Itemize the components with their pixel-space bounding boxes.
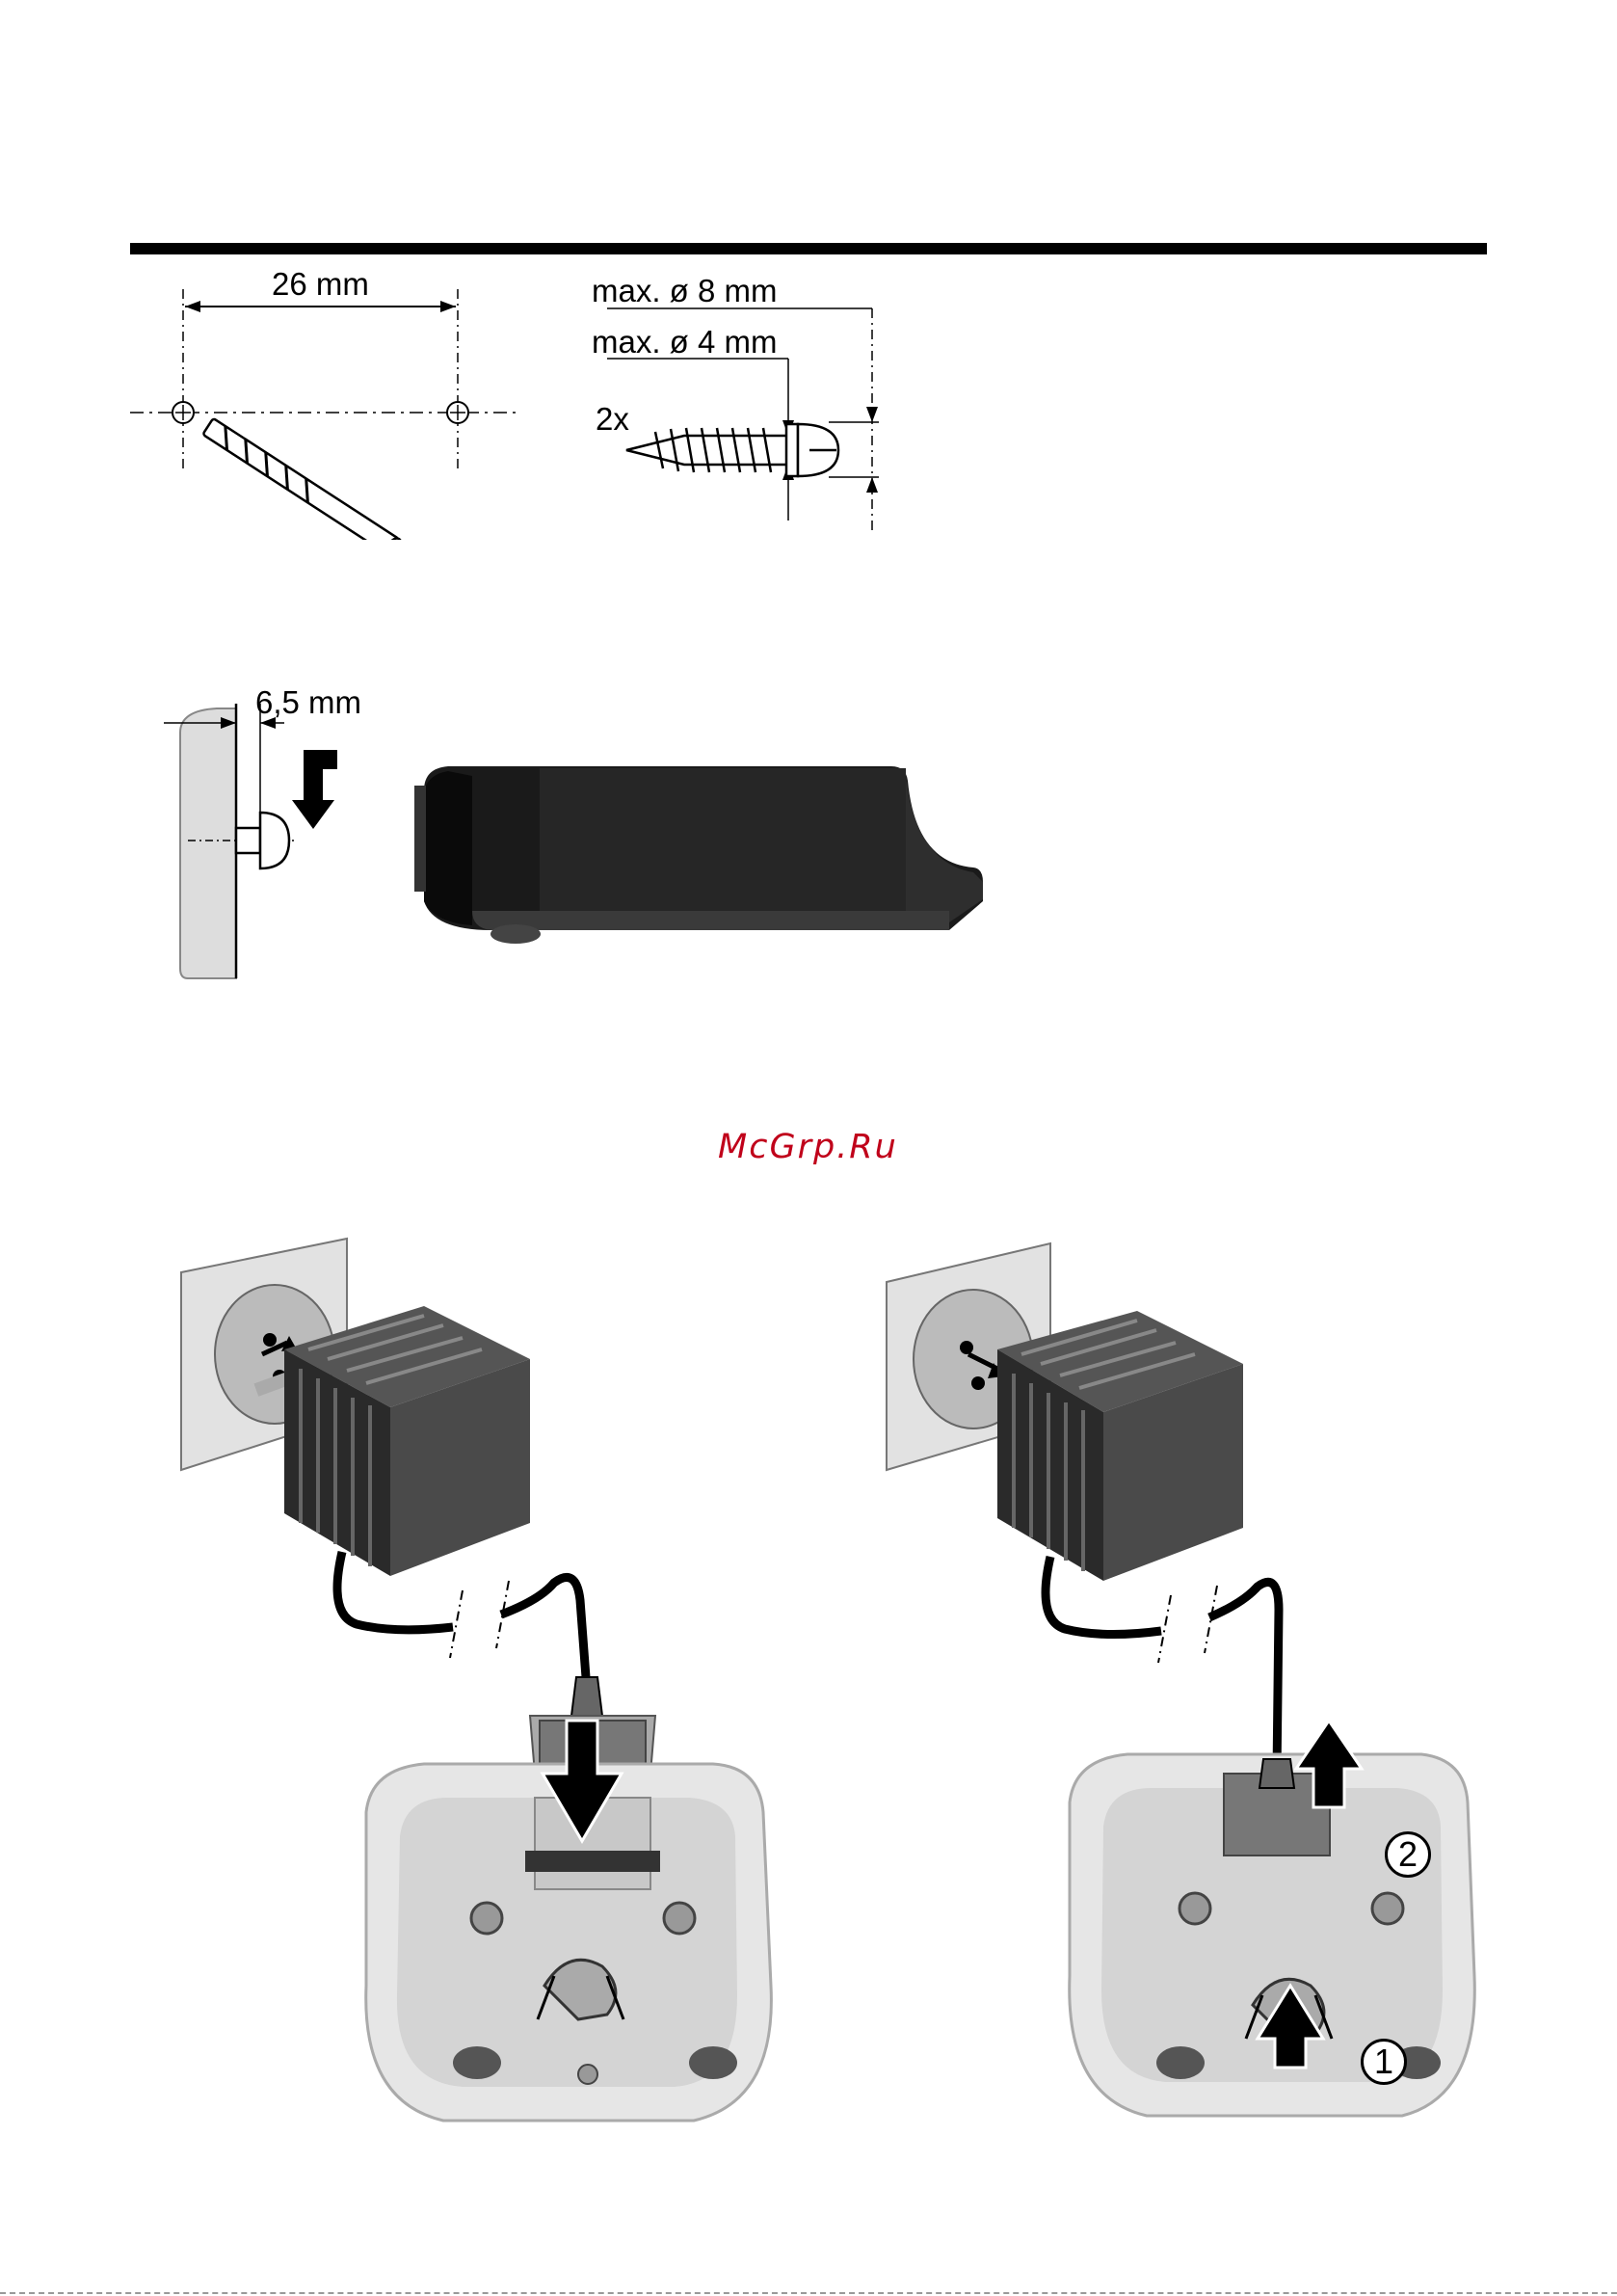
charger-connect-left [173, 1234, 809, 2159]
charger-side-view [414, 757, 993, 964]
wall-gap-label: 6,5 mm [255, 686, 361, 718]
watermark: McGrp.Ru [718, 1128, 898, 1166]
step-2-marker: 2 [1385, 1831, 1431, 1878]
screw-head-diameter-label: max. ø 8 mm [592, 275, 778, 307]
page-bottom-edge [0, 2292, 1617, 2295]
screw-shaft-diameter-label: max. ø 4 mm [592, 326, 778, 358]
charger-connect-right [882, 1234, 1498, 2159]
wall-gap-diagram [159, 689, 381, 988]
screw-quantity-label: 2x [596, 403, 629, 435]
drill-diagram [125, 260, 530, 540]
drill-distance-label: 26 mm [272, 268, 369, 300]
step-1-marker: 1 [1361, 2039, 1407, 2085]
section-rule [130, 243, 1487, 254]
